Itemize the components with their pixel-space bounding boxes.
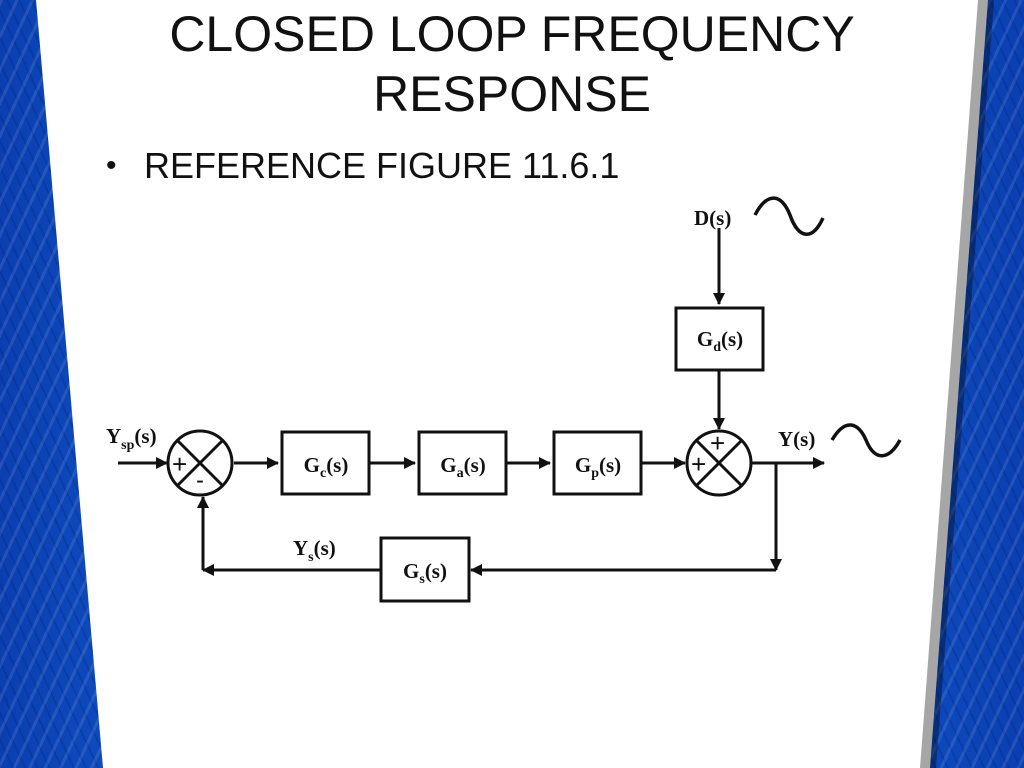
block-gc-label: Gc(s) <box>304 453 349 481</box>
signal-ysp-label: Ysp(s) <box>106 424 157 453</box>
block-gs-label: Gs(s) <box>403 559 447 587</box>
sine-wave-icon-disturbance <box>753 196 825 236</box>
summing-junction-1 <box>166 429 234 497</box>
bullet-item: • REFERENCE FIGURE 11.6.1 <box>106 144 619 188</box>
summing-junction-2 <box>685 429 753 497</box>
sum1-plus-sign: + <box>172 449 187 479</box>
block-gp-label: Gp(s) <box>575 453 621 481</box>
bullet-list: • REFERENCE FIGURE 11.6.1 <box>106 144 619 188</box>
block-gd-label: Gd(s) <box>697 327 743 355</box>
slide-title: CLOSED LOOP FREQUENCY RESPONSE <box>100 4 924 124</box>
signal-ys-label: Ys(s) <box>293 536 336 565</box>
slide-title-line1: CLOSED LOOP FREQUENCY <box>169 6 855 62</box>
bullet-dot-icon: • <box>106 149 117 182</box>
sum2-plus-left-sign: + <box>691 449 706 479</box>
block-ga-label: Ga(s) <box>440 453 486 481</box>
block-ga <box>417 430 508 496</box>
sum2-plus-top-sign: + <box>710 428 725 458</box>
signal-d-label: D(s) <box>694 206 731 230</box>
block-gp <box>552 430 643 496</box>
block-gc <box>280 430 371 496</box>
sine-wave-icon-output <box>830 423 902 458</box>
slide-title-line2: RESPONSE <box>373 66 651 122</box>
signal-y-label: Y(s) <box>778 427 815 451</box>
block-gd <box>674 306 765 372</box>
block-gs <box>379 536 471 603</box>
bullet-text: REFERENCE FIGURE 11.6.1 <box>144 145 620 186</box>
sum1-minus-sign: - <box>196 467 204 494</box>
